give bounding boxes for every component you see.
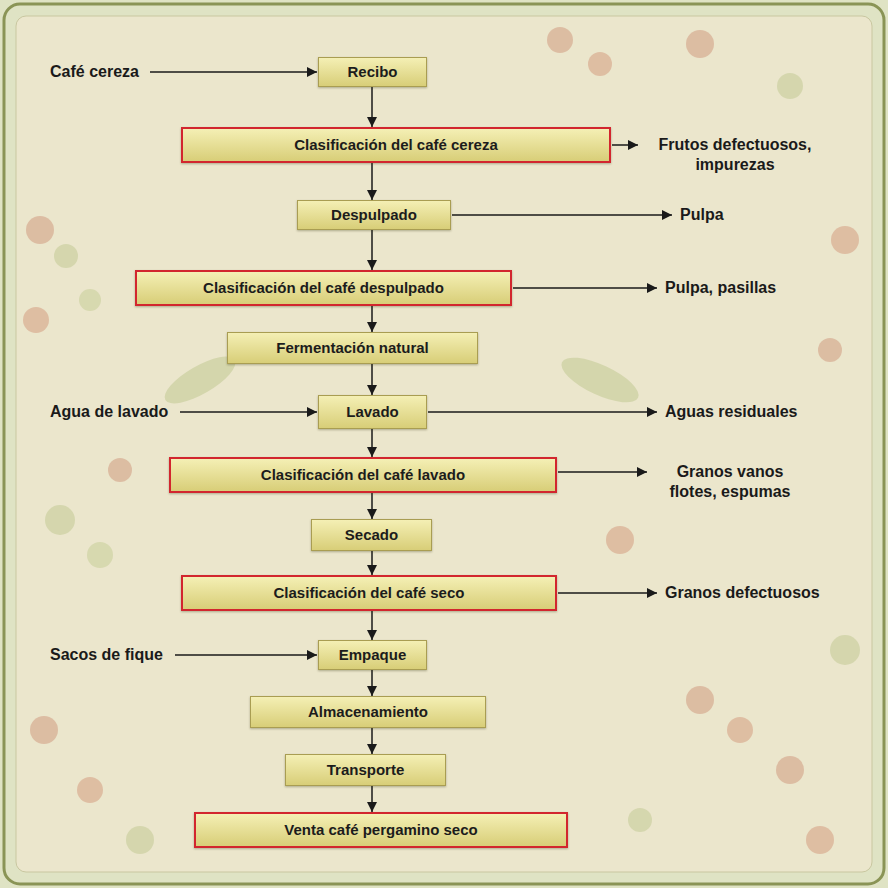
process-box: Empaque (318, 640, 427, 670)
coffee-cherry (777, 73, 803, 99)
flow-arrow (371, 230, 373, 270)
flow-arrow (371, 786, 373, 812)
input-arrow (180, 411, 317, 413)
flow-arrow (371, 163, 373, 200)
box-text: Clasificación del café seco (274, 584, 465, 602)
classification-box: Clasificación del café cereza (181, 127, 611, 163)
input-arrow (175, 654, 317, 656)
output-arrow (428, 411, 657, 413)
box-text: Transporte (327, 761, 405, 779)
coffee-cherry (830, 635, 860, 665)
outer-frame (4, 4, 884, 884)
flow-arrow (371, 493, 373, 519)
output-arrow (612, 144, 638, 146)
coffee-cherry (686, 30, 714, 58)
coffee-cherry (79, 289, 101, 311)
process-box: Transporte (285, 754, 446, 786)
flow-arrow (371, 306, 373, 332)
output-label: Granos vanos flotes, espumas (655, 462, 805, 502)
output-label: Frutos defectuosos, impurezas (645, 135, 825, 175)
classification-box: Clasificación del café seco (181, 575, 557, 611)
coffee-cherry (831, 226, 859, 254)
process-box: Secado (311, 519, 432, 551)
coffee-cherry (126, 826, 154, 854)
coffee-cherry (87, 542, 113, 568)
process-box: Lavado (318, 395, 427, 429)
coffee-cherry (806, 826, 834, 854)
process-box: Fermentación natural (227, 332, 478, 364)
input-label: Sacos de fique (50, 645, 163, 665)
output-label: Pulpa, pasillas (665, 278, 776, 298)
flow-arrow (371, 728, 373, 754)
coffee-cherry (23, 307, 49, 333)
coffee-cherry (727, 717, 753, 743)
output-arrow (558, 592, 657, 594)
process-box: Recibo (318, 57, 427, 87)
flow-arrow (371, 87, 373, 127)
coffee-cherry (776, 756, 804, 784)
box-text: Despulpado (331, 206, 417, 224)
process-box: Despulpado (297, 200, 451, 230)
flow-arrow (371, 611, 373, 640)
coffee-cherry (30, 716, 58, 744)
input-label: Café cereza (50, 62, 139, 82)
flow-arrow (371, 551, 373, 575)
coffee-cherry (628, 808, 652, 832)
flow-arrow (371, 670, 373, 696)
coffee-cherry (26, 216, 54, 244)
coffee-cherry (108, 458, 132, 482)
box-text: Venta café pergamino seco (284, 821, 477, 839)
box-text: Recibo (347, 63, 397, 81)
process-box: Almacenamiento (250, 696, 486, 728)
box-text: Almacenamiento (308, 703, 428, 721)
box-text: Clasificación del café despulpado (203, 279, 444, 297)
classification-box: Clasificación del café despulpado (135, 270, 512, 306)
classification-box: Clasificación del café lavado (169, 457, 557, 493)
output-arrow (513, 287, 657, 289)
flow-arrow (371, 364, 373, 395)
output-arrow (452, 214, 672, 216)
box-text: Clasificación del café cereza (294, 136, 497, 154)
box-text: Fermentación natural (276, 339, 429, 357)
classification-box: Venta café pergamino seco (194, 812, 568, 848)
output-label: Granos defectuosos (665, 583, 820, 603)
photo-panel (16, 16, 872, 872)
box-text: Secado (345, 526, 398, 544)
coffee-leaf (556, 349, 645, 412)
output-label: Aguas residuales (665, 402, 798, 422)
input-label: Agua de lavado (50, 402, 168, 422)
output-label: Pulpa (680, 205, 724, 225)
coffee-cherry (588, 52, 612, 76)
box-text: Empaque (339, 646, 407, 664)
coffee-cherry (686, 686, 714, 714)
box-text: Lavado (346, 403, 399, 421)
flow-arrow (371, 429, 373, 457)
coffee-cherry (54, 244, 78, 268)
coffee-cherry (77, 777, 103, 803)
coffee-cherry (606, 526, 634, 554)
output-arrow (558, 471, 647, 473)
coffee-cherry (818, 338, 842, 362)
coffee-cherry (547, 27, 573, 53)
coffee-cherry (45, 505, 75, 535)
input-arrow (150, 71, 317, 73)
box-text: Clasificación del café lavado (261, 466, 465, 484)
